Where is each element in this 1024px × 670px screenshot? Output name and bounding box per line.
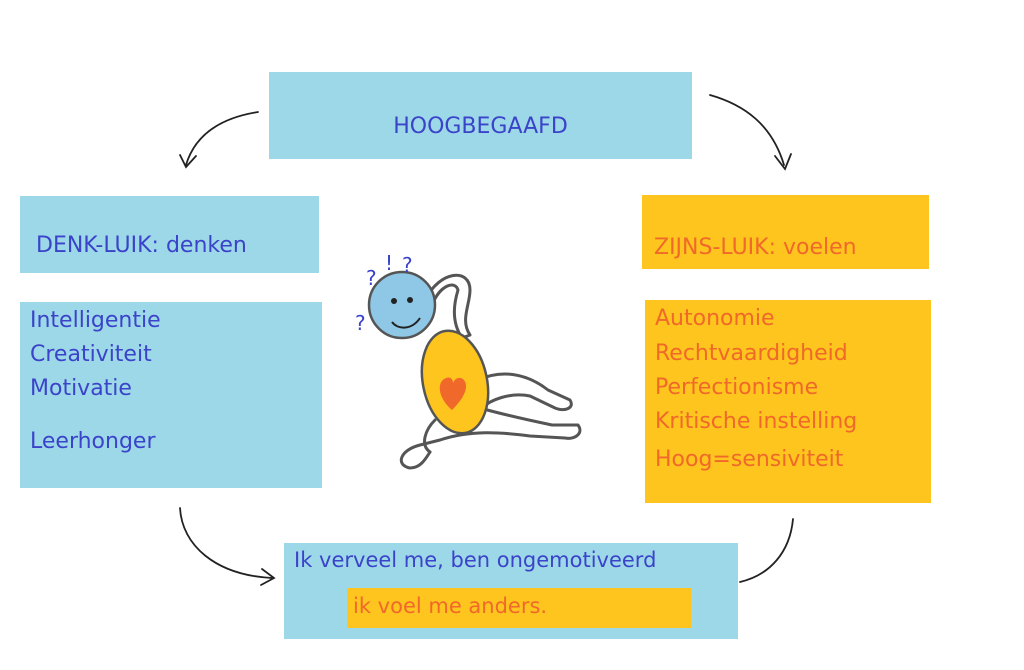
denk-luik-title-box: DENK-LUIK: denken xyxy=(20,196,319,273)
arrow-bottom-left xyxy=(179,507,273,579)
hoogbegaafd-title: HOOGBEGAAFD xyxy=(393,114,568,139)
arrow-bottom-left-head xyxy=(260,568,276,586)
zijns-luik-title: ZIJNS-LUIK: voelen xyxy=(654,235,857,260)
figure-mark-exclamation: ! xyxy=(385,251,393,275)
denk-luik-title: DENK-LUIK: denken xyxy=(36,233,247,258)
figure-mark-question-3: ? xyxy=(355,311,366,335)
zijns-item-kritische-instelling: Kritische instelling xyxy=(655,409,858,434)
denk-luik-list-box: Intelligentie Creativiteit Motivatie Lee… xyxy=(20,302,322,488)
zijns-item-rechtvaardigheid: Rechtvaardigheid xyxy=(655,341,848,366)
arrow-top-left xyxy=(185,111,259,166)
figure-eye-right xyxy=(407,297,413,303)
denk-item-creativiteit: Creativiteit xyxy=(30,342,152,367)
zijns-item-hoog-sensiviteit: Hoog=sensiviteit xyxy=(655,447,844,472)
bottom-box: Ik verveel me, ben ongemotiveerd ik voel… xyxy=(284,543,738,639)
zijns-luik-list-box: Autonomie Rechtvaardigheid Perfectionism… xyxy=(645,300,931,503)
arrow-bottom-right xyxy=(739,518,794,583)
figure-mark-question-2: ? xyxy=(402,253,413,277)
denk-item-intelligentie: Intelligentie xyxy=(30,308,161,333)
denk-item-leerhonger: Leerhonger xyxy=(30,429,156,454)
bottom-inner-box: ik voel me anders. xyxy=(347,588,691,628)
heart-icon xyxy=(439,377,467,410)
arrow-top-right-head xyxy=(774,153,792,171)
figure-mouth xyxy=(391,317,421,329)
figure-leg-lower xyxy=(399,406,582,470)
figure-arm-lower xyxy=(423,418,437,454)
bottom-line-anders: ik voel me anders. xyxy=(353,594,548,618)
arrow-top-right xyxy=(709,94,785,166)
figure-eye-left xyxy=(391,298,397,304)
arrow-top-left-head xyxy=(179,154,197,169)
zijns-luik-title-box: ZIJNS-LUIK: voelen xyxy=(642,195,929,269)
figure-mark-question-1: ? xyxy=(366,266,377,290)
hoogbegaafd-box: HOOGBEGAAFD xyxy=(269,72,692,159)
denk-item-motivatie: Motivatie xyxy=(30,376,132,401)
bottom-line-verveel: Ik verveel me, ben ongemotiveerd xyxy=(294,548,657,572)
zijns-item-autonomie: Autonomie xyxy=(655,306,775,331)
figure-leg-upper xyxy=(476,372,573,412)
figure-arm-raised xyxy=(423,273,472,340)
zijns-item-perfectionisme: Perfectionisme xyxy=(655,375,819,400)
